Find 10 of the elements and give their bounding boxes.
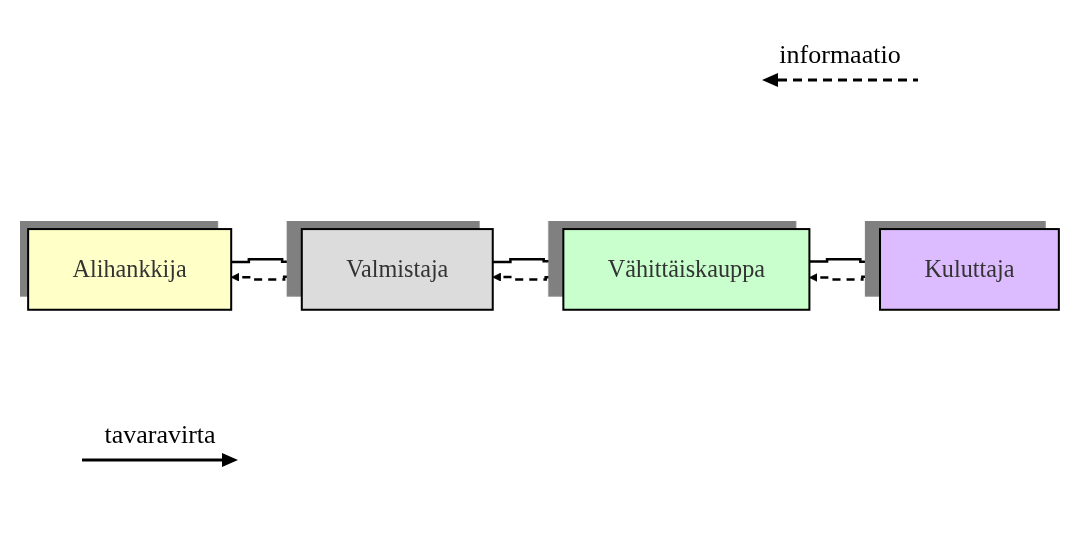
legend-text: tavaravirta [104,420,216,450]
node-box: Kuluttaja [879,227,1060,311]
node-box: Alihankkija [27,227,233,311]
node-box: Vähittäiskauppa [562,227,811,311]
arrow [492,272,564,282]
arrow [492,256,564,266]
arrow [809,257,881,266]
node-box: Valmistaja [300,227,494,311]
arrow [809,272,880,282]
legend-text: informaatio [779,40,901,70]
